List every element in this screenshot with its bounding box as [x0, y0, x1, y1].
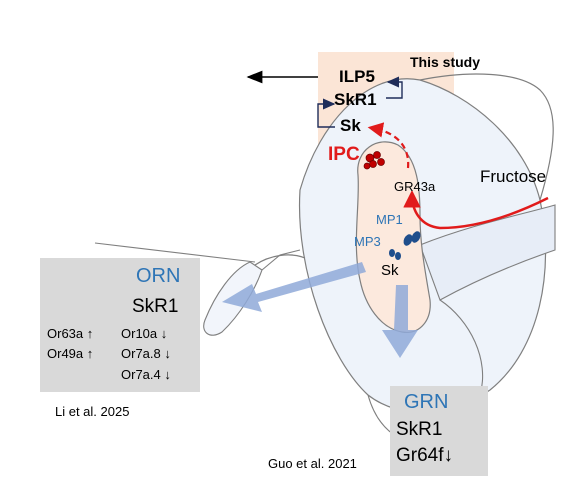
study-label: This study [410, 54, 481, 70]
mp-neuron-somata [389, 231, 421, 260]
orn-citation: Li et al. 2025 [55, 404, 130, 419]
grn-panel [390, 386, 488, 476]
sk-to-skr1-arrow [317, 98, 336, 128]
skr1-to-ilp5-arrow [386, 76, 403, 99]
orn-panel [40, 258, 200, 392]
orn-title: ORN [136, 265, 181, 287]
ipc-cell-cluster [363, 151, 385, 170]
mp1-label: MP1 [376, 212, 403, 227]
grn-citation: Guo et al. 2021 [268, 456, 357, 471]
skr1-label: SkR1 [334, 90, 377, 109]
orn-row-2-right: Or7a.8 ↓ [121, 346, 171, 361]
orn-row-2-left: Or49a ↑ [47, 346, 94, 361]
orn-row-1-left: Or63a ↑ [47, 326, 94, 341]
fructose-label: Fructose [480, 167, 547, 186]
gr43a-label: GR43a [394, 179, 436, 194]
fructose-path-arrow [403, 190, 549, 230]
brain-sk-label: Sk [381, 262, 399, 279]
ipc-label: IPC [328, 144, 360, 165]
grn-receptor: SkR1 [396, 419, 443, 440]
sk-label: Sk [340, 116, 361, 135]
proboscis [419, 204, 556, 301]
mp3-label: MP3 [354, 234, 381, 249]
arista [94, 242, 256, 263]
sk-to-grn-arrow [382, 285, 418, 358]
orn-row-1-right: Or10a ↓ [121, 326, 168, 341]
head-contour [419, 73, 554, 201]
sk-to-orn-arrow [222, 262, 366, 312]
grn-gene: Gr64f↓ [396, 445, 454, 466]
ilp5-label: ILP5 [339, 67, 375, 86]
orn-row-3-right: Or7a.4 ↓ [121, 367, 171, 382]
gr43a-to-sk-arrow [367, 122, 410, 169]
grn-title: GRN [404, 391, 449, 413]
orn-receptor: SkR1 [132, 296, 179, 317]
